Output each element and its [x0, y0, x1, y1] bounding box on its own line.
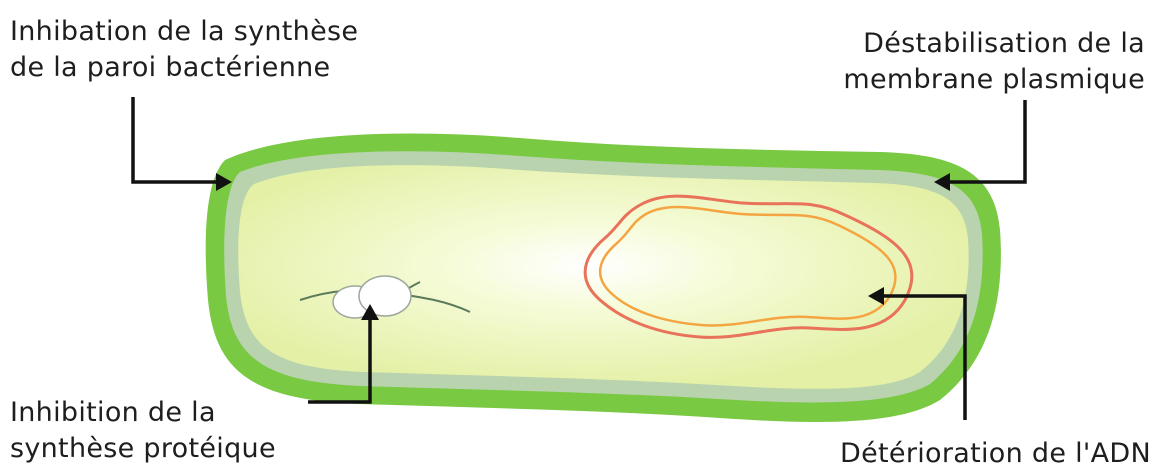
arrow-cell-wall — [133, 97, 218, 182]
label-line: synthèse protéique — [10, 431, 276, 467]
label-protein-synthesis-inhibition: Inhibition de la synthèse protéique — [10, 395, 276, 467]
label-line: Inhibition de la — [10, 395, 276, 431]
label-line: Déstabilisation de la — [843, 26, 1145, 62]
label-line: Détérioration de l'ADN — [840, 436, 1151, 472]
label-line: de la paroi bactérienne — [10, 50, 358, 86]
label-membrane-destabilisation: Déstabilisation de la membrane plasmique — [843, 26, 1145, 98]
label-line: Inhibation de la synthèse — [10, 14, 358, 50]
label-cell-wall-inhibition: Inhibation de la synthèse de la paroi ba… — [10, 14, 358, 86]
label-dna-damage: Détérioration de l'ADN — [840, 436, 1151, 472]
cytoplasm — [238, 165, 968, 389]
label-line: membrane plasmique — [843, 62, 1145, 98]
